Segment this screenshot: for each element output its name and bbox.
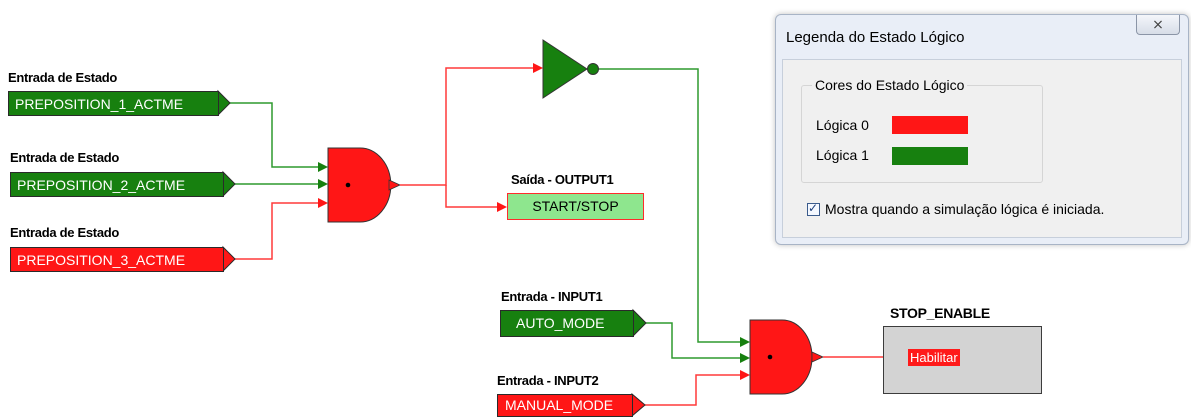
- input-manual-mode[interactable]: MANUAL_MODE: [497, 394, 633, 417]
- legend-dialog: Legenda do Estado Lógico ⨯ Cores do Esta…: [775, 14, 1189, 245]
- logic-colors-group: Cores do Estado Lógico Lógica 0 Lógica 1: [801, 77, 1043, 183]
- wire-pre3-and1: [235, 202, 318, 260]
- show-on-start-checkbox[interactable]: ✓: [807, 201, 820, 216]
- wire-arrow: [740, 370, 750, 380]
- stop-enable-caption: STOP_ENABLE: [890, 305, 990, 321]
- input-manual-caption: Entrada - INPUT2: [497, 373, 599, 388]
- output-start-stop[interactable]: START/STOP: [507, 193, 644, 220]
- not-gate[interactable]: [542, 39, 588, 99]
- input-auto-caption: Entrada - INPUT1: [501, 289, 603, 304]
- and-gate-2-dot: [767, 354, 773, 360]
- wire-arrow: [318, 162, 328, 172]
- wire-input2-and2: [645, 374, 740, 406]
- input-preposition-2[interactable]: PREPOSITION_2_ACTME: [10, 172, 224, 197]
- input-3-caption: Entrada de Estado: [10, 225, 120, 240]
- wire-arrow: [533, 63, 543, 73]
- and-gate-2-output-pin: [811, 351, 824, 363]
- wire-and1-output: [445, 185, 497, 208]
- stop-enable-block[interactable]: [883, 326, 1042, 394]
- input-1-connector: [217, 89, 231, 117]
- and-gate-1-dot: [345, 182, 351, 188]
- input-preposition-3[interactable]: PREPOSITION_3_ACTME: [10, 247, 224, 272]
- input-auto-connector: [632, 308, 647, 338]
- group-title: Cores do Estado Lógico: [812, 77, 968, 93]
- input-1-caption: Entrada de Estado: [8, 70, 118, 85]
- and-gate-2[interactable]: [749, 319, 813, 395]
- show-on-start-label[interactable]: Mostra quando a simulação lógica é inici…: [825, 201, 1105, 217]
- input-2-caption: Entrada de Estado: [10, 150, 120, 165]
- and-gate-1-output-pin: [388, 179, 401, 191]
- wire-not-and2: [599, 68, 740, 343]
- wire-input1-and2: [646, 322, 740, 359]
- wire-arrow: [740, 353, 750, 363]
- logic0-label: Lógica 0: [816, 117, 869, 133]
- input-3-connector: [222, 245, 236, 273]
- input-auto-mode[interactable]: AUTO_MODE: [500, 310, 634, 337]
- logic1-swatch: [892, 147, 968, 165]
- wire-arrow: [318, 179, 328, 189]
- wire-pre1-and1: [230, 102, 318, 168]
- wire-arrow: [740, 337, 750, 347]
- and-gate-1[interactable]: [327, 147, 392, 223]
- logic0-swatch: [892, 116, 968, 134]
- logic1-label: Lógica 1: [816, 147, 869, 163]
- dialog-title: Legenda do Estado Lógico: [786, 29, 965, 46]
- close-icon[interactable]: ⨯: [1136, 15, 1180, 35]
- dialog-body: Cores do Estado Lógico Lógica 0 Lógica 1…: [782, 59, 1182, 238]
- input-preposition-1[interactable]: PREPOSITION_1_ACTME: [8, 91, 219, 116]
- wire-arrow: [318, 198, 328, 208]
- wire-and1-not: [400, 67, 533, 186]
- not-gate-bubble: [587, 63, 599, 75]
- input-2-connector: [222, 170, 236, 198]
- wire-arrow: [497, 202, 507, 212]
- output-caption: Saída - OUTPUT1: [511, 172, 614, 187]
- input-manual-connector: [631, 392, 646, 418]
- stop-enable-input-label: Habilitar: [908, 349, 960, 366]
- checkmark-icon: ✓: [808, 201, 819, 215]
